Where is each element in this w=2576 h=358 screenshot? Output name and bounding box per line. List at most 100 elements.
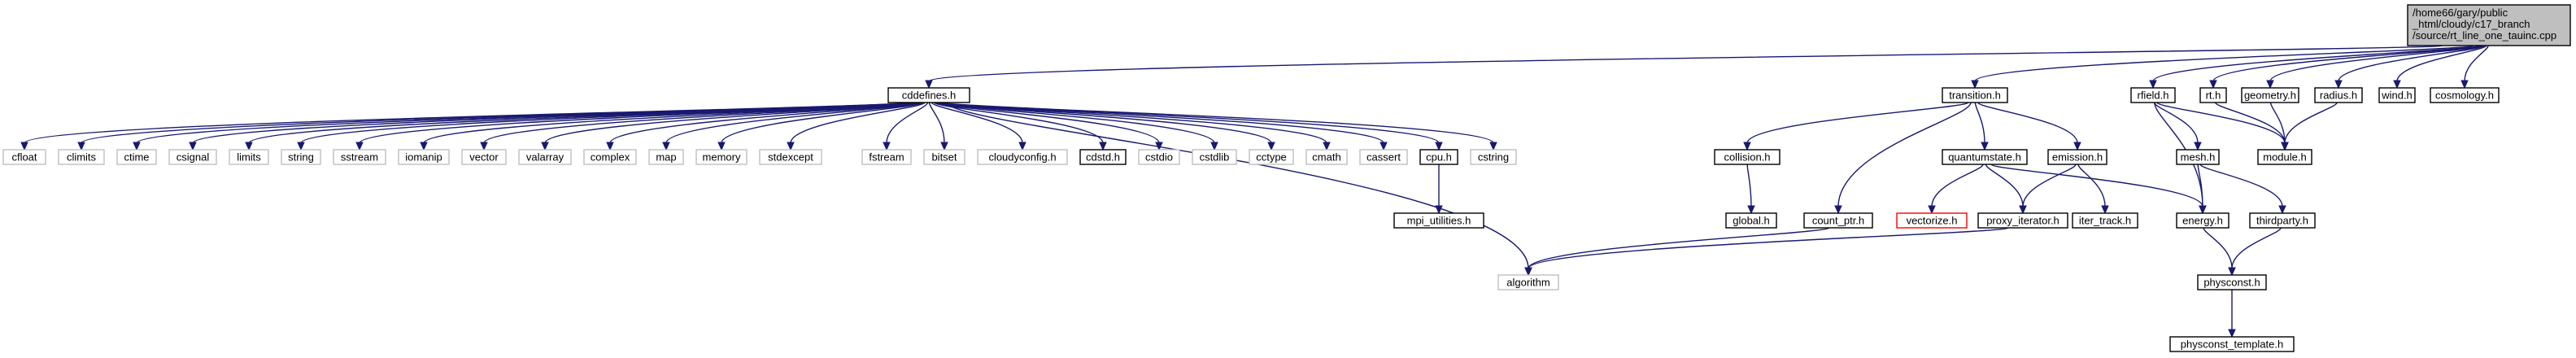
edge-arrowhead-root-to-cosmology bbox=[2460, 80, 2469, 90]
node-label-thirdparty: thirdparty.h bbox=[2256, 215, 2308, 227]
edge-arrowhead-cddefines-to-vector bbox=[480, 142, 488, 151]
node-label-limits: limits bbox=[237, 151, 261, 164]
edge-cddefines-to-algorithm bbox=[946, 102, 1529, 269]
edge-arrowhead-root-to-wind bbox=[2393, 80, 2401, 90]
node-label-cddefines: cddefines.h bbox=[902, 90, 957, 102]
node-cdstd[interactable]: cdstd.h bbox=[1079, 149, 1127, 165]
node-cosmology[interactable]: cosmology.h bbox=[2430, 87, 2500, 103]
node-label-fstream: fstream bbox=[869, 151, 904, 164]
node-iter_track[interactable]: iter_track.h bbox=[2072, 212, 2138, 229]
node-box-iomanip bbox=[398, 149, 450, 165]
node-box-cctype bbox=[1249, 149, 1294, 165]
edge-arrowhead-cddefines-to-ctime bbox=[133, 142, 141, 151]
node-label-memory: memory bbox=[703, 151, 741, 164]
node-box-cdstd bbox=[1079, 149, 1127, 165]
node-energy[interactable]: energy.h bbox=[2176, 212, 2229, 229]
node-box-vectorize bbox=[1896, 212, 1968, 229]
node-box-algorithm bbox=[1497, 274, 1559, 290]
edge-rfield-to-mesh bbox=[2153, 102, 2199, 144]
node-mpi_utilities[interactable]: mpi_utilities.h bbox=[1393, 212, 1484, 229]
node-physconst_template[interactable]: physconst_template.h bbox=[2169, 336, 2295, 352]
node-box-ctime bbox=[116, 149, 157, 165]
edge-radius-to-module bbox=[2284, 102, 2338, 144]
node-box-limits bbox=[229, 149, 269, 165]
node-label-wind: wind.h bbox=[2381, 90, 2413, 102]
edge-rt-to-module bbox=[2214, 102, 2286, 144]
edge-arrowhead-cddefines-to-climits bbox=[77, 142, 85, 151]
node-box-cmath bbox=[1305, 149, 1348, 165]
edge-arrowhead-root-to-cddefines bbox=[925, 80, 933, 90]
node-cpu[interactable]: cpu.h bbox=[1419, 149, 1458, 165]
edge-cddefines-to-fstream bbox=[886, 102, 929, 144]
node-physconst[interactable]: physconst.h bbox=[2197, 274, 2267, 290]
node-wind[interactable]: wind.h bbox=[2378, 87, 2416, 103]
node-label-cctype: cctype bbox=[1256, 151, 1287, 164]
edge-energy-to-physconst bbox=[2203, 227, 2233, 269]
node-label-bitset: bitset bbox=[931, 151, 957, 164]
node-quantumstate[interactable]: quantumstate.h bbox=[1942, 149, 2028, 165]
node-rfield[interactable]: rfield.h bbox=[2130, 87, 2176, 103]
node-label-quantumstate: quantumstate.h bbox=[1948, 151, 2021, 164]
edge-arrowhead-cddefines-to-map bbox=[662, 142, 670, 151]
edge-transition-to-collision bbox=[1746, 102, 1969, 144]
edge-arrowhead-mesh-to-thirdparty bbox=[2278, 205, 2286, 215]
edge-arrowhead-cddefines-to-cassert bbox=[1380, 142, 1388, 151]
node-transition[interactable]: transition.h bbox=[1942, 87, 2008, 103]
node-label-cfloat: cfloat bbox=[11, 151, 37, 164]
edge-rfield-to-energy bbox=[2154, 102, 2203, 207]
node-mesh[interactable]: mesh.h bbox=[2176, 149, 2220, 165]
node-label-mesh: mesh.h bbox=[2181, 151, 2216, 164]
node-module[interactable]: module.h bbox=[2257, 149, 2312, 165]
edge-arrowhead-collision-to-global bbox=[1747, 205, 1755, 215]
edge-arrowhead-cddefines-to-valarray bbox=[541, 142, 549, 151]
edge-arrowhead-cddefines-to-bitset bbox=[940, 142, 948, 151]
node-label-vectorize: vectorize.h bbox=[1907, 215, 1958, 227]
node-box-global bbox=[1725, 212, 1777, 229]
node-box-cassert bbox=[1359, 149, 1408, 165]
node-geometry[interactable]: geometry.h bbox=[2241, 87, 2299, 103]
node-label-climits: climits bbox=[67, 151, 97, 164]
node-csignal: csignal bbox=[168, 149, 217, 165]
node-radius[interactable]: radius.h bbox=[2314, 87, 2363, 103]
edge-transition-to-quantumstate bbox=[1974, 102, 1985, 144]
edge-arrowhead-root-to-rt bbox=[2209, 80, 2217, 90]
node-ctime: ctime bbox=[116, 149, 157, 165]
edge-arrowhead-cpu-to-mpi_utilities bbox=[1435, 205, 1443, 215]
node-climits: climits bbox=[58, 149, 105, 165]
node-global[interactable]: global.h bbox=[1725, 212, 1777, 229]
node-vectorize[interactable]: vectorize.h bbox=[1896, 212, 1968, 229]
node-emission[interactable]: emission.h bbox=[2047, 149, 2107, 165]
edge-count_ptr-to-algorithm bbox=[1528, 227, 1830, 269]
edge-arrowhead-root-to-radius bbox=[2334, 80, 2343, 90]
edge-thirdparty-to-physconst bbox=[2231, 227, 2282, 269]
nodes-layer: /home66/gary/public_html/cloudy/c17_bran… bbox=[2, 4, 2571, 352]
edge-arrowhead-cddefines-to-cmath bbox=[1323, 142, 1331, 151]
node-box-module bbox=[2257, 149, 2312, 165]
node-cddefines[interactable]: cddefines.h bbox=[887, 87, 970, 103]
node-box-collision bbox=[1714, 149, 1781, 165]
node-label-cosmology: cosmology.h bbox=[2435, 90, 2494, 102]
node-label-vector: vector bbox=[469, 151, 499, 164]
edge-arrowhead-cddefines-to-sstream bbox=[355, 142, 364, 151]
node-collision[interactable]: collision.h bbox=[1714, 149, 1781, 165]
node-box-quantumstate bbox=[1942, 149, 2028, 165]
node-root[interactable]: /home66/gary/public_html/cloudy/c17_bran… bbox=[2407, 4, 2571, 46]
node-thirdparty[interactable]: thirdparty.h bbox=[2249, 212, 2316, 229]
node-box-physconst_template bbox=[2169, 336, 2295, 352]
edge-quantumstate-to-vectorize bbox=[1931, 164, 1984, 207]
edge-arrowhead-root-to-geometry bbox=[2266, 80, 2274, 90]
node-rt[interactable]: rt.h bbox=[2199, 87, 2227, 103]
node-proxy_iterator[interactable]: proxy_iterator.h bbox=[1977, 212, 2068, 229]
node-label-geometry: geometry.h bbox=[2244, 90, 2296, 102]
node-label-root-line-3: /source/rt_line_one_tauinc.cpp bbox=[2413, 29, 2556, 41]
node-box-bitset bbox=[923, 149, 965, 165]
node-label-cpu: cpu.h bbox=[1426, 151, 1452, 164]
node-box-rfield bbox=[2130, 87, 2176, 103]
node-valarray: valarray bbox=[518, 149, 572, 165]
edge-transition-to-count_ptr bbox=[1837, 102, 1972, 207]
node-count_ptr[interactable]: count_ptr.h bbox=[1803, 212, 1873, 229]
node-box-climits bbox=[58, 149, 105, 165]
node-label-mpi_utilities: mpi_utilities.h bbox=[1407, 215, 1471, 227]
node-box-mesh bbox=[2176, 149, 2220, 165]
